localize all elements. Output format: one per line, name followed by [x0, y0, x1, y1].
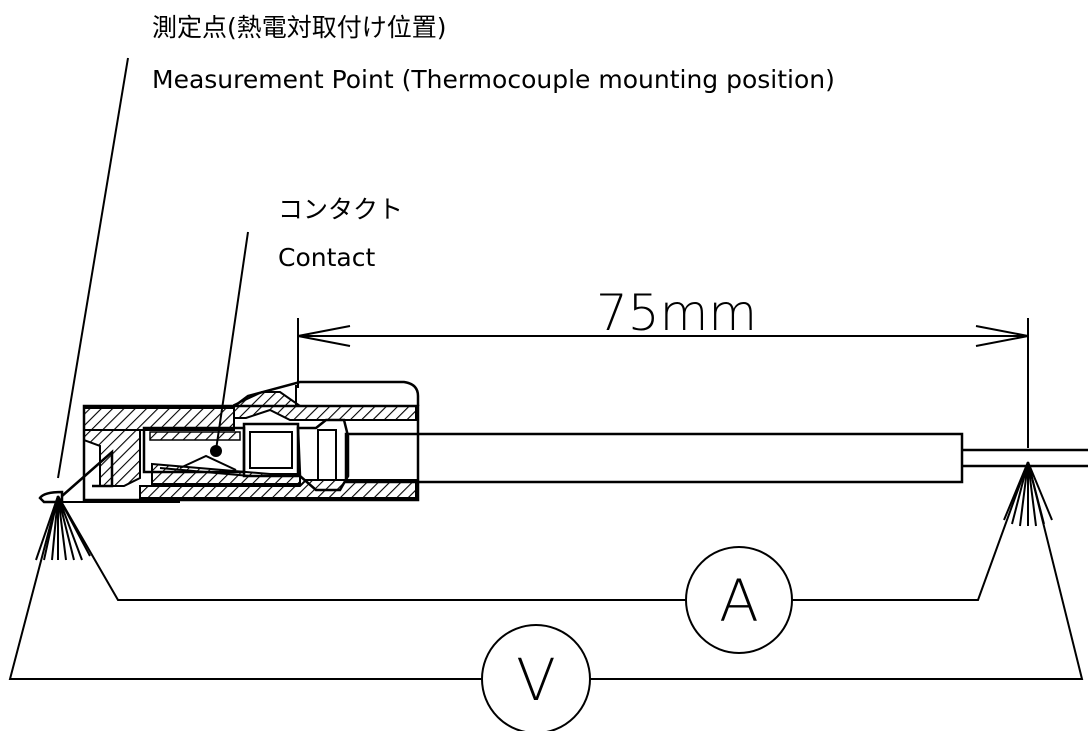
contact-label-ja: コンタクト — [278, 195, 403, 224]
voltmeter-circle — [481, 624, 591, 731]
cable — [344, 432, 1088, 484]
voltmeter-symbol: V — [516, 646, 556, 714]
connector-housing — [82, 380, 420, 502]
contact-point-dot — [210, 445, 222, 457]
right-probe-tip — [1003, 461, 1053, 527]
dimension-label: 75mm — [596, 284, 757, 342]
measurement-point-label-en: Measurement Point (Thermocouple mounting… — [152, 65, 835, 94]
contact-label-en: Contact — [278, 243, 375, 272]
ammeter-symbol: A — [719, 567, 759, 635]
dimension-line — [297, 318, 1029, 448]
ammeter-circle — [685, 546, 793, 654]
voltmeter-circuit: V — [8, 461, 1084, 731]
contact-terminal — [38, 418, 350, 504]
measurement-point-label-ja: 測定点(熱電対取付け位置) — [152, 13, 447, 42]
left-probe-tip — [35, 495, 91, 561]
measurement-point-leader-line — [57, 57, 129, 479]
ammeter-circuit: A — [57, 461, 1029, 654]
